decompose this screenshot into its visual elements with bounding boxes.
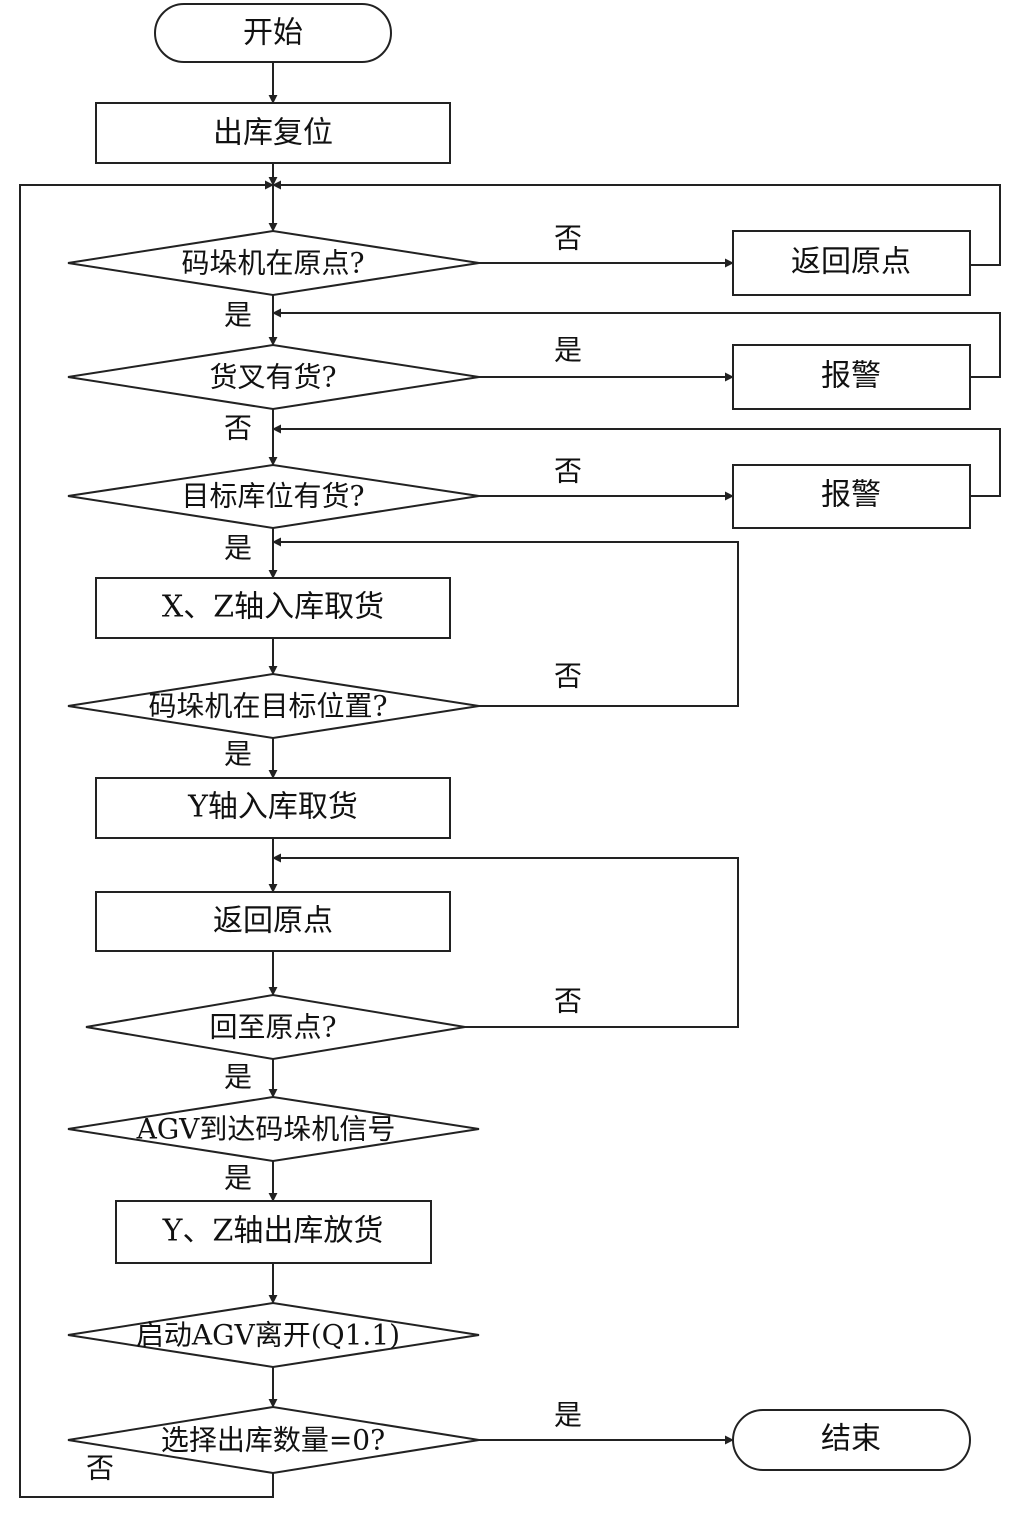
connectors — [19, 63, 1001, 1498]
branch-origin-no: 否 — [554, 222, 582, 255]
branch-fork-no: 否 — [224, 412, 252, 445]
node-start: 开始 — [154, 3, 392, 63]
agv-leave-label: 启动AGV离开(Q1.1) — [136, 1319, 400, 1352]
node-y-pick: Y轴入库取货 — [95, 777, 451, 839]
decision-target-slot: 目标库位有货? — [67, 463, 480, 530]
node-alarm1: 报警 — [732, 344, 971, 410]
alarm2-label: 报警 — [821, 478, 881, 513]
edge-alarm1-back — [272, 308, 1001, 378]
branch-origin-yes: 是 — [224, 299, 252, 332]
branch-pos-yes: 是 — [224, 738, 252, 771]
edge-return-origin-back — [272, 180, 1001, 266]
branch-count-yes: 是 — [554, 1399, 582, 1432]
branch-count-no: 否 — [86, 1452, 114, 1485]
edge-loop-back — [19, 180, 274, 1498]
node-reset: 出库复位 — [95, 102, 451, 164]
return-origin-label: 返回原点 — [213, 904, 333, 939]
node-end: 结束 — [732, 1409, 971, 1471]
edge-alarm2-back — [272, 424, 1001, 497]
node-yz-place: Y、Z轴出库放货 — [115, 1200, 432, 1264]
q-agv-arrive-label: AGV到达码垛机信号 — [136, 1113, 396, 1146]
decision-origin: 码垛机在原点? — [67, 229, 480, 297]
q-back-origin-label: 回至原点? — [209, 1011, 336, 1044]
q-target-pos-label: 码垛机在目标位置? — [148, 690, 387, 723]
reset-label: 出库复位 — [213, 116, 333, 151]
return-origin-side-label: 返回原点 — [791, 245, 911, 280]
edge-back-no — [272, 853, 739, 1028]
branch-slot-yes: 是 — [224, 532, 252, 565]
branch-labels: 否 是 是 否 否 是 否 是 否 是 是 是 否 — [86, 222, 582, 1485]
y-pick-label: Y轴入库取货 — [187, 790, 358, 825]
decision-agv-leave: 启动AGV离开(Q1.1) — [67, 1301, 480, 1369]
branch-fork-yes: 是 — [554, 334, 582, 367]
yz-place-label: Y、Z轴出库放货 — [162, 1214, 384, 1249]
alarm1-label: 报警 — [821, 359, 881, 394]
end-label: 结束 — [821, 1422, 881, 1457]
decision-target-pos: 码垛机在目标位置? — [67, 672, 480, 740]
xz-pick-label: X、Z轴入库取货 — [162, 590, 384, 625]
q-origin-label: 码垛机在原点? — [181, 247, 364, 280]
q-count-zero-label: 选择出库数量=0? — [161, 1424, 385, 1457]
node-return-origin-side: 返回原点 — [732, 230, 971, 296]
node-xz-pick: X、Z轴入库取货 — [95, 577, 451, 639]
q-target-slot-label: 目标库位有货? — [181, 480, 364, 513]
decision-back-origin: 回至原点? — [85, 993, 466, 1061]
branch-agv-yes: 是 — [224, 1162, 252, 1195]
node-alarm2: 报警 — [732, 464, 971, 529]
branch-pos-no: 否 — [554, 660, 582, 693]
branch-back-yes: 是 — [224, 1061, 252, 1094]
branch-slot-no: 否 — [554, 455, 582, 488]
decision-count-zero: 选择出库数量=0? — [67, 1405, 480, 1475]
start-label: 开始 — [243, 16, 303, 51]
node-return-origin: 返回原点 — [95, 891, 451, 952]
q-fork-label: 货叉有货? — [209, 361, 336, 394]
decision-fork: 货叉有货? — [67, 343, 480, 411]
decision-agv-arrive: AGV到达码垛机信号 — [67, 1095, 480, 1163]
branch-back-no: 否 — [554, 985, 582, 1018]
edge-pos-no-back — [272, 537, 739, 707]
